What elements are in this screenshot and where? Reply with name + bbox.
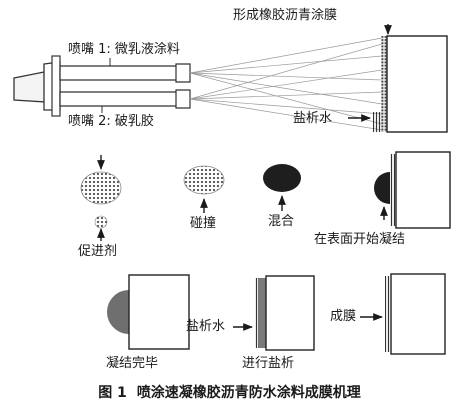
diagram-artwork xyxy=(13,24,451,355)
spray-gun xyxy=(13,55,191,117)
spray-streams xyxy=(189,37,383,131)
stage-start-coagulation xyxy=(374,151,451,229)
collision-label: 碰撞 xyxy=(190,216,217,231)
salting-water-label-2: 盐析水 xyxy=(186,319,226,334)
stage-salting-out xyxy=(233,275,315,351)
figure-caption: 图 1 喷涂速凝橡胶沥青防水涂料成膜机理 xyxy=(0,384,459,402)
stage-mixing xyxy=(263,164,301,211)
accelerator-label: 促进剂 xyxy=(78,244,118,259)
figure-caption-text: 喷涂速凝橡胶沥青防水涂料成膜机理 xyxy=(136,385,361,401)
stage-accelerator xyxy=(80,155,122,241)
stage-film-formed xyxy=(360,273,446,355)
coagulation-complete-label: 凝结完毕 xyxy=(106,356,159,371)
salting-out-label: 进行盐析 xyxy=(242,356,295,371)
nozzle2-label: 喷嘴 2: 破乳胶 xyxy=(68,114,154,129)
figure-number: 图 1 xyxy=(98,385,127,401)
nozzle1-label: 喷嘴 1: 微乳液涂料 xyxy=(68,42,180,57)
stage-collision xyxy=(183,165,225,213)
salting-water-label: 盐析水 xyxy=(293,111,333,126)
mixing-label: 混合 xyxy=(268,214,295,229)
film-forming-label: 形成橡胶沥青涂膜 xyxy=(233,8,338,23)
start-coagulation-label: 在表面开始凝结 xyxy=(314,232,406,247)
film-formed-label: 成膜 xyxy=(330,309,357,324)
stage-coagulation-complete xyxy=(107,274,190,350)
substrate-top xyxy=(373,35,448,133)
